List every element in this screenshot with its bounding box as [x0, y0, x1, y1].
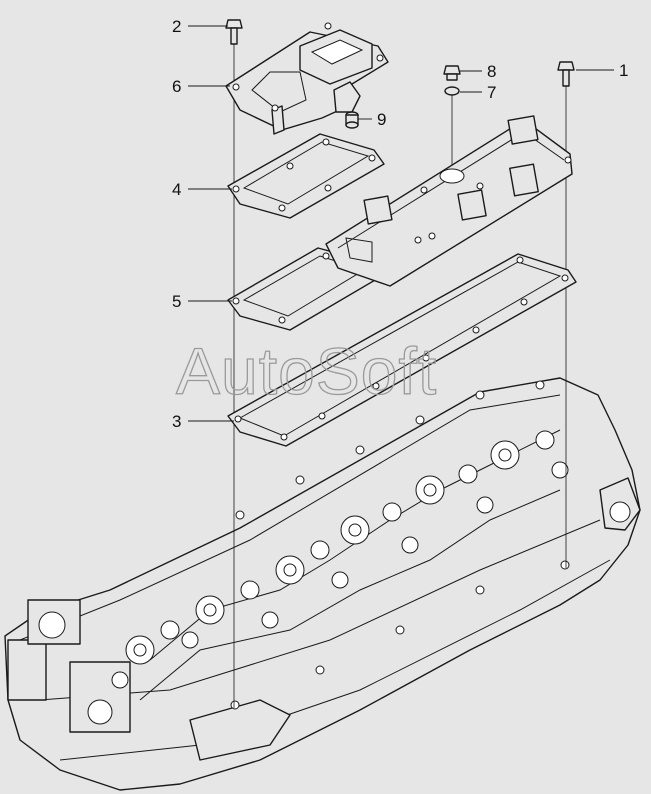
gasket-3	[227, 253, 577, 447]
callout-4: 4	[172, 180, 181, 199]
watermark-text: AutoSoft	[176, 334, 437, 408]
washer-7	[444, 86, 460, 96]
callout-2: 2	[172, 17, 181, 36]
callout-7: 7	[487, 83, 496, 102]
leader-lines	[188, 25, 614, 422]
bolt-2	[225, 19, 243, 45]
plug-8	[443, 65, 461, 81]
cylinder-head	[4, 377, 641, 791]
intake-housing-6	[225, 22, 389, 135]
callout-9: 9	[377, 110, 386, 129]
manifold-cover-plate	[325, 115, 573, 287]
sleeve-9	[345, 111, 359, 129]
callout-1: 1	[619, 61, 628, 80]
bolt-1	[557, 61, 575, 87]
callout-3: 3	[172, 412, 181, 431]
callout-5: 5	[172, 292, 181, 311]
callout-6: 6	[172, 77, 181, 96]
callout-8: 8	[487, 62, 496, 81]
gasket-4	[227, 133, 385, 219]
callout-labels: 2 6 4 5 3 1 8 7 9	[172, 17, 628, 431]
head-ports	[111, 380, 570, 710]
